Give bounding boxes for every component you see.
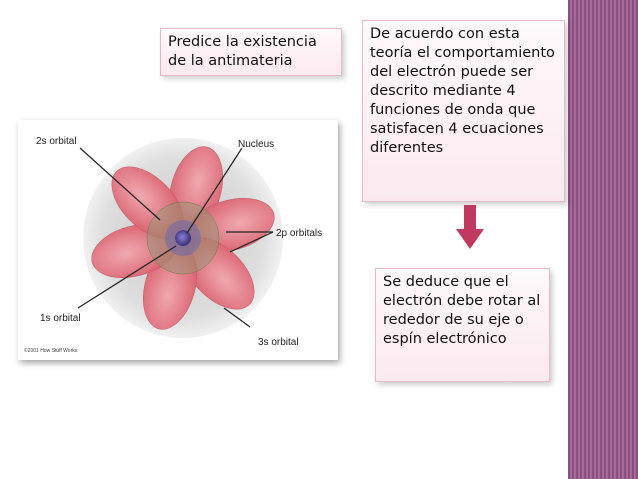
decorative-side-stripe <box>568 0 638 479</box>
leader-lines <box>77 147 274 328</box>
orbital-diagram-svg: 2s orbital Nucleus 2p orbitals 1s orbita… <box>24 136 322 354</box>
label-1s-orbital: 1s orbital <box>40 313 81 324</box>
orbital-2p-lobes <box>91 146 275 330</box>
electron-spin-box: Se deduce que el electrón debe rotar al … <box>375 268 550 382</box>
down-arrow-icon <box>456 205 484 249</box>
label-nucleus: Nucleus <box>238 139 274 150</box>
label-2s-orbital: 2s orbital <box>36 136 77 147</box>
antimatter-prediction-box: Predice la existencia de la antimateria <box>160 28 342 76</box>
orbital-diagram: 2s orbital Nucleus 2p orbitals 1s orbita… <box>18 120 338 360</box>
nucleus <box>175 230 191 246</box>
label-2p-orbitals: 2p orbitals <box>276 228 322 239</box>
copyright-text: ©2001 How Stuff Works <box>24 347 78 354</box>
label-3s-orbital: 3s orbital <box>258 337 299 348</box>
wave-functions-box: De acuerdo con esta teoría el comportami… <box>362 20 565 202</box>
